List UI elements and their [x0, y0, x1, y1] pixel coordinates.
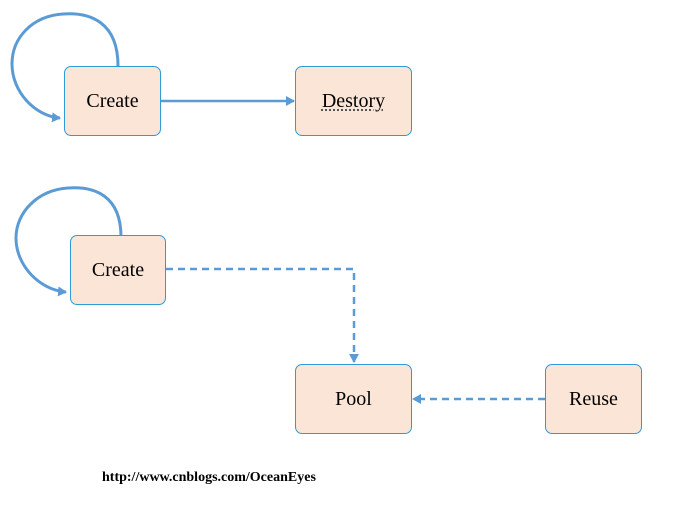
- watermark-url: http://www.cnblogs.com/OceanEyes: [102, 470, 316, 485]
- reuse-node: Reuse: [545, 364, 642, 434]
- create-node-bottom-label: Create: [91, 258, 145, 281]
- create-node-top-label: Create: [86, 89, 139, 112]
- pool-node-label: Pool: [335, 387, 372, 410]
- pool-node: Pool: [295, 364, 412, 434]
- destory-node-label: Destory: [321, 89, 386, 112]
- create-to-pool-arrow: [166, 267, 359, 363]
- self-loop-arrow-top: [10, 12, 120, 123]
- reuse-node-label: Reuse: [569, 387, 618, 410]
- self-loop-arrow-bottom: [14, 186, 123, 297]
- destory-node: Destory: [295, 66, 412, 136]
- create-node-bottom: Create: [70, 235, 166, 305]
- create-node-top: Create: [64, 66, 161, 136]
